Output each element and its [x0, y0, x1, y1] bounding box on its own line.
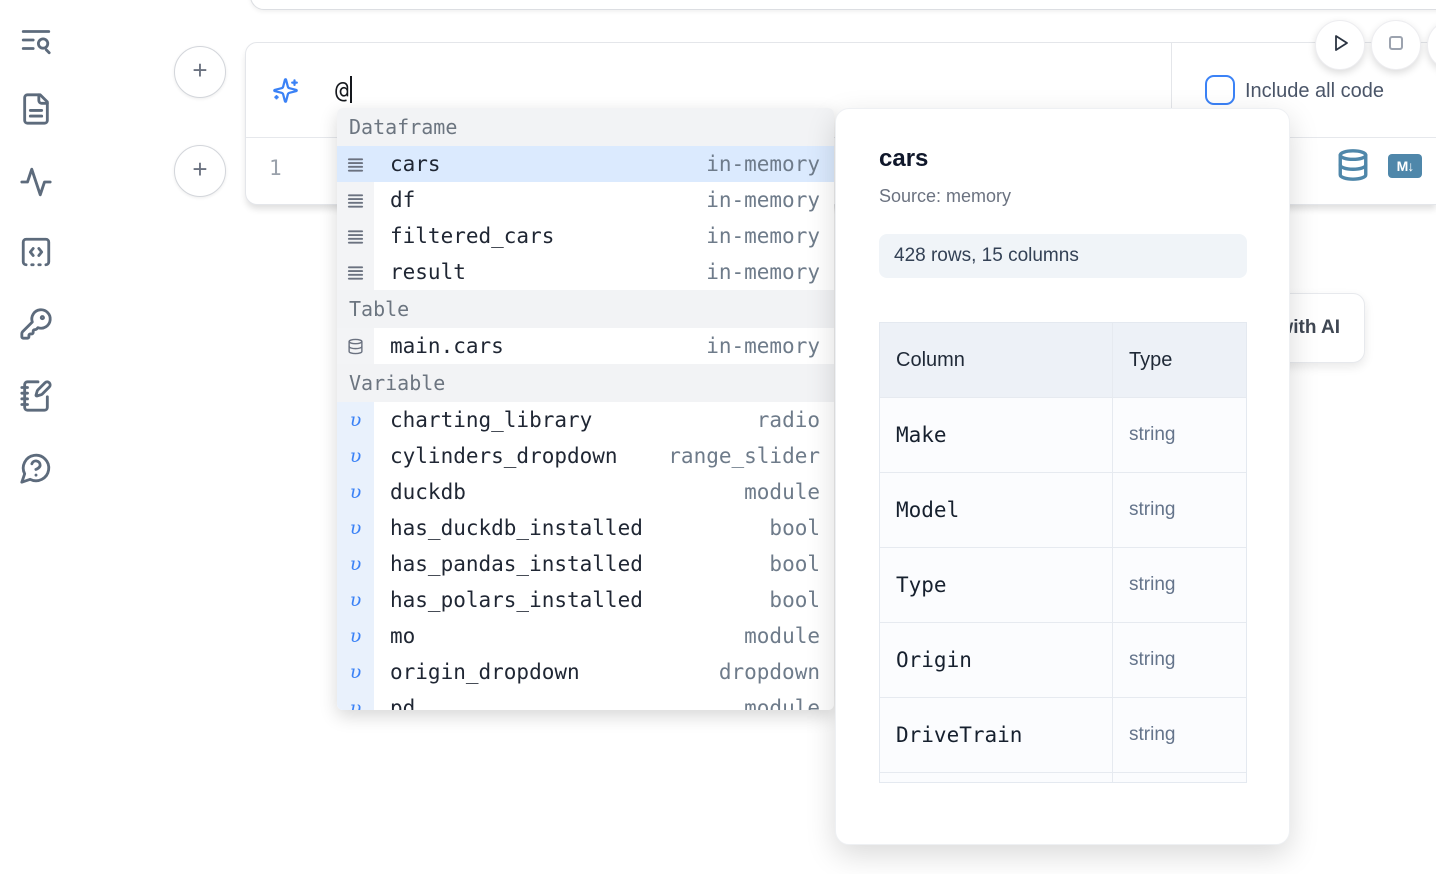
text-search-icon[interactable]: [19, 23, 53, 57]
include-all-code-checkbox[interactable]: [1205, 75, 1235, 105]
preview-source: Source: memory: [879, 186, 1012, 206]
table-database-icon: [337, 328, 374, 364]
completion-section-header: Table: [337, 290, 834, 328]
add-cell-above-button[interactable]: +: [174, 46, 226, 98]
file-text-icon[interactable]: [19, 92, 53, 126]
variable-icon: υ: [337, 402, 374, 438]
completion-item-result[interactable]: result in-memory: [337, 254, 834, 290]
completion-item-df[interactable]: df in-memory: [337, 182, 834, 218]
completion-item-has-pandas-installed[interactable]: υ has_pandas_installed bool: [337, 546, 834, 582]
variable-icon: υ: [337, 474, 374, 510]
dataframe-icon: [337, 254, 374, 290]
table-row-partial: [880, 773, 1246, 782]
run-cell-button[interactable]: [1315, 20, 1365, 70]
sparkles-icon: [272, 77, 299, 104]
dataframe-icon: [337, 146, 374, 182]
completion-item-pd[interactable]: υ pd module: [337, 690, 834, 710]
completion-item-origin-dropdown[interactable]: υ origin_dropdown dropdown: [337, 654, 834, 690]
completion-section-header: Variable: [337, 364, 834, 402]
dataframe-icon: [337, 218, 374, 254]
variable-icon: υ: [337, 546, 374, 582]
preview-schema-table: Column Type Make string Model string Typ…: [879, 322, 1247, 783]
notebook-pen-icon[interactable]: [19, 379, 53, 413]
completion-item-filtered-cars[interactable]: filtered_cars in-memory: [337, 218, 834, 254]
variable-icon: υ: [337, 438, 374, 474]
line-number: 1: [269, 156, 282, 180]
table-row: DriveTrain string: [880, 698, 1246, 773]
help-circle-icon[interactable]: [19, 451, 53, 485]
preview-title: cars: [879, 145, 929, 172]
table-row: Make string: [880, 398, 1246, 473]
dataframe-icon: [337, 182, 374, 218]
ai-prompt-input[interactable]: @: [335, 76, 352, 104]
variable-icon: υ: [337, 582, 374, 618]
completion-item-has-polars-installed[interactable]: υ has_polars_installed bool: [337, 582, 834, 618]
divider: [1171, 43, 1172, 137]
stop-button[interactable]: [1371, 20, 1421, 70]
add-cell-below-button[interactable]: +: [174, 145, 226, 197]
activity-icon[interactable]: [19, 165, 53, 199]
play-icon: [1327, 30, 1353, 61]
completion-item-charting-library[interactable]: υ charting_library radio: [337, 402, 834, 438]
completion-item-cars[interactable]: cars in-memory: [337, 146, 834, 182]
include-all-code-label: Include all code: [1245, 80, 1384, 102]
completion-item-mo[interactable]: υ mo module: [337, 618, 834, 654]
table-header-row: Column Type: [880, 323, 1246, 398]
table-row: Type string: [880, 548, 1246, 623]
completion-item-has-duckdb-installed[interactable]: υ has_duckdb_installed bool: [337, 510, 834, 546]
completion-dropdown: Dataframe cars in-memory df in-memory fi…: [337, 108, 834, 710]
previous-cell-edge: [250, 0, 1436, 10]
variable-icon: υ: [337, 690, 374, 710]
ai-prompt-row[interactable]: @ Include all code: [246, 43, 1436, 137]
completion-item-cylinders-dropdown[interactable]: υ cylinders_dropdown range_slider: [337, 438, 834, 474]
text-cursor: [349, 76, 352, 103]
type-header: Type: [1129, 348, 1173, 371]
completion-item-main-cars[interactable]: main.cars in-memory: [337, 328, 834, 364]
variable-icon: υ: [337, 654, 374, 690]
markdown-download-icon[interactable]: M↓: [1388, 154, 1422, 178]
preview-shape-badge: 428 rows, 15 columns: [879, 234, 1247, 278]
database-icon[interactable]: [1336, 148, 1370, 182]
key-icon[interactable]: [19, 307, 53, 341]
stop-icon: [1383, 30, 1409, 61]
variable-icon: υ: [337, 618, 374, 654]
snippets-code-icon[interactable]: [19, 235, 53, 269]
table-row: Origin string: [880, 623, 1246, 698]
completion-section-header: Dataframe: [337, 108, 834, 146]
column-header: Column: [880, 323, 1113, 397]
table-row: Model string: [880, 473, 1246, 548]
dataframe-preview-popup: cars Source: memory 428 rows, 15 columns…: [835, 108, 1290, 845]
sidebar: [0, 0, 72, 874]
completion-item-duckdb[interactable]: υ duckdb module: [337, 474, 834, 510]
variable-icon: υ: [337, 510, 374, 546]
